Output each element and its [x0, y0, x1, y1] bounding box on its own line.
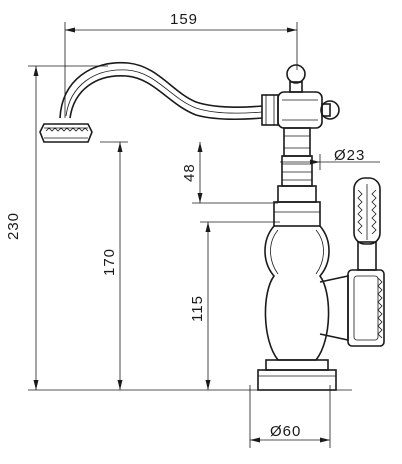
aerator-to-body-label: 48 — [181, 163, 198, 182]
faucet-body — [257, 127, 337, 391]
dimension-base-diameter: Ø60 — [249, 385, 331, 448]
dimension-total-height: 230 — [5, 65, 108, 390]
aerator — [39, 123, 93, 143]
dimension-spout-reach: 159 — [64, 11, 298, 118]
cross-handle — [261, 64, 340, 129]
dimension-handle-diameter: Ø23 — [280, 147, 380, 170]
dimension-spout-height: 170 — [100, 141, 128, 390]
side-lever — [319, 177, 385, 347]
dimension-body-height: 115 — [189, 221, 280, 390]
spout-height-label: 170 — [101, 248, 118, 276]
spout-reach-label: 159 — [170, 11, 198, 28]
body-height-label: 115 — [189, 295, 206, 322]
total-height-label: 230 — [5, 212, 22, 240]
handle-diameter-label: Ø23 — [334, 147, 365, 164]
base-diameter-label: Ø60 — [270, 423, 301, 440]
faucet-spout — [59, 61, 263, 121]
dimension-aerator-to-body: 48 — [181, 142, 278, 204]
